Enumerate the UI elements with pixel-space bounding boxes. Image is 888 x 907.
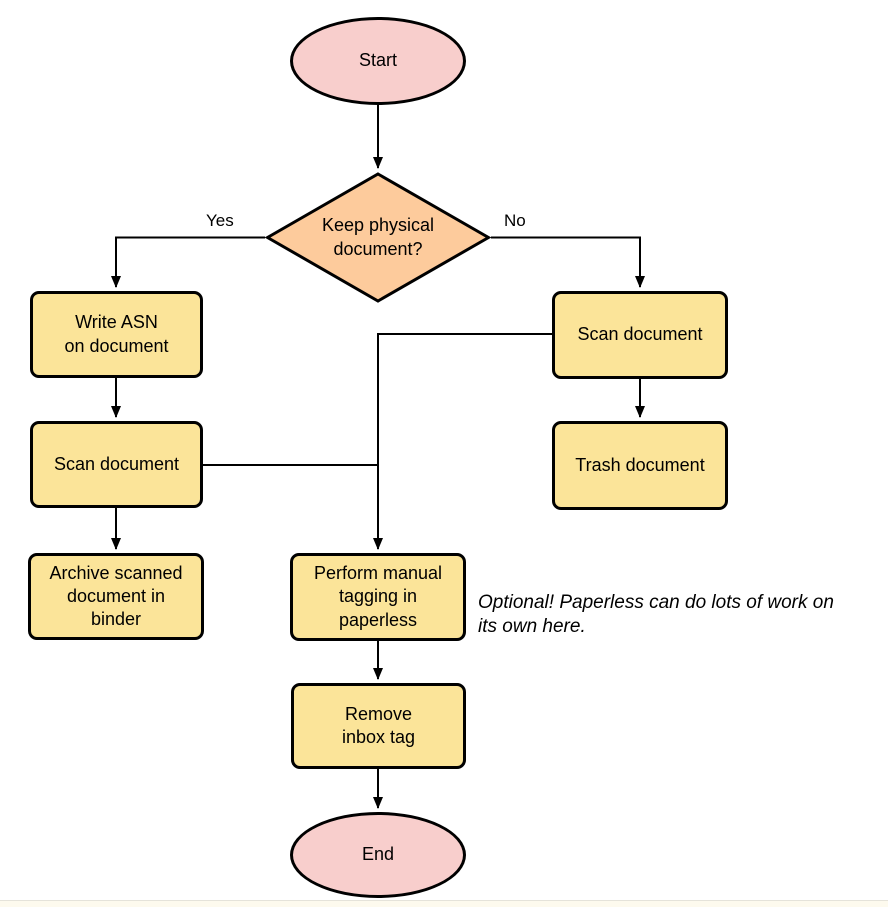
node-write-asn: Write ASN on document [30, 291, 203, 378]
edge-scanright-tagging [373, 333, 552, 550]
node-write-asn-label: Write ASN on document [64, 312, 169, 356]
node-end-label: End [361, 844, 395, 865]
edge-label-no: No [504, 211, 526, 230]
node-start: Start [290, 17, 466, 105]
optional-note: Optional! Paperless can do lots of work … [478, 592, 834, 638]
node-archive-binder: Archive scanned document in binder [28, 553, 204, 640]
bottom-strip [0, 900, 888, 907]
node-scan-document-left-label: Scan document [53, 453, 180, 474]
node-remove-inbox-tag-label: Remove inbox tag [341, 703, 416, 747]
node-end: End [290, 812, 466, 898]
node-trash-document: Trash document [552, 421, 728, 510]
node-scan-document-right: Scan document [552, 291, 728, 379]
edge-decision-no [491, 236, 645, 288]
node-decision-label: Keep physical document? [321, 215, 435, 259]
node-trash-document-label: Trash document [575, 454, 705, 475]
node-archive-binder-label: Archive scanned document in binder [49, 562, 183, 630]
node-scan-document-left: Scan document [30, 421, 203, 508]
node-start-label: Start [358, 50, 397, 71]
edge-decision-yes [111, 236, 265, 288]
edge-label-yes: Yes [206, 211, 234, 230]
node-remove-inbox-tag: Remove inbox tag [291, 683, 466, 769]
node-decision: Keep physical document? [265, 172, 491, 303]
node-scan-document-right-label: Scan document [577, 324, 703, 345]
node-manual-tagging-label: Perform manual tagging in paperless [313, 563, 443, 630]
diamond-shape-icon [265, 172, 491, 303]
node-manual-tagging: Perform manual tagging in paperless [290, 553, 466, 641]
